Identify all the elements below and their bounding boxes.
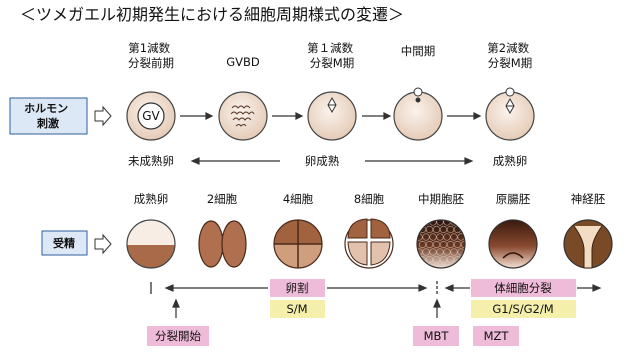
blastopore-mark (502, 252, 524, 259)
fertilization-label: 受精 (53, 236, 75, 250)
broken-vesicle-mark (230, 105, 255, 127)
blastula-cell (446, 240, 455, 249)
blastula-cell (460, 255, 465, 264)
germinal-vesicle-label: GV (142, 109, 160, 123)
blastula-cell (439, 240, 448, 249)
somatic-label-box (471, 279, 576, 297)
blastula-cell (417, 220, 423, 226)
polar-body (413, 87, 423, 97)
gvbd-cell (218, 91, 268, 141)
cleavage-cycle-box (270, 300, 325, 318)
cleavage-cycle-label: S/M (286, 302, 307, 316)
diagram-title: ＜ツメガエル初期発生における細胞周期様式の変遷＞ (20, 5, 404, 24)
blastula-cell (443, 248, 451, 256)
marker-up-arrows (172, 298, 487, 330)
meiosis1-cell (307, 91, 357, 141)
blastomere (198, 220, 224, 268)
blastula-cell (436, 248, 444, 256)
blastula-cell (425, 255, 434, 264)
mid-blastula-embryo (417, 220, 465, 268)
cleavage-label: 卵割 (286, 281, 309, 295)
mbt-label: MBT (424, 329, 450, 343)
mature-egg-label: 成熟卵 (493, 154, 528, 168)
blastula-cell (429, 248, 437, 256)
dev-stage-label: 成熟卵 (134, 192, 169, 206)
gastrula-embryo (488, 219, 538, 269)
maturation-stage-label: 第１減数 分裂M期 (307, 41, 357, 70)
dev-stage-label: 中期胞胚 (418, 192, 464, 206)
blastula-cell (436, 233, 444, 241)
blastula-cell (443, 233, 451, 241)
maturation-stage-label: GVBD (226, 55, 260, 69)
somatic-cycle-box (471, 300, 576, 318)
cleavage-label-box (270, 279, 325, 297)
mzt-label: MZT (484, 329, 510, 343)
mzt-box (473, 326, 519, 346)
blastula-cell (453, 240, 462, 249)
immature-egg-label: 未成熟卵 (128, 154, 174, 168)
blastula-cell (422, 248, 430, 256)
dev-stage-label: 2細胞 (207, 192, 238, 206)
somatic-division-label: 体細胞分裂 (494, 281, 552, 295)
dev-stage-label: 神経胚 (571, 192, 606, 206)
blastula-cell (422, 233, 430, 241)
hormone-label: ホルモン 刺激 (24, 102, 72, 130)
eight-cell-embryo (344, 218, 394, 269)
blastula-cell (446, 255, 455, 264)
blastula-cell (418, 240, 427, 249)
stage-arrows-row1 (180, 112, 482, 120)
neural-plate-mark (573, 225, 603, 269)
fertilization-label-box (41, 230, 88, 256)
blastomere (221, 220, 247, 268)
dev-stage-label: 原腸胚 (496, 192, 531, 206)
dev-stage-label: 8細胞 (354, 192, 385, 206)
maturation-stage-label: 中間期 (401, 44, 436, 58)
blastula-cell (439, 255, 448, 264)
chromatin-dot (415, 97, 421, 103)
blastula-cell (432, 240, 441, 249)
germinal-vesicle (137, 102, 165, 130)
blastula-cell (432, 225, 441, 234)
blastula-cell (457, 220, 465, 226)
maturation-label: 卵成熟 (305, 154, 340, 168)
blastula-cell (429, 233, 437, 241)
somatic-cycle-label: G1/S/G2/M (492, 302, 553, 316)
blastula-cell (450, 233, 458, 241)
polar-body (505, 87, 515, 97)
hollow-arrow-icon (94, 233, 112, 255)
blastula-cell (446, 225, 455, 234)
blastula-cell (439, 225, 448, 234)
hormone-label-box (9, 97, 88, 135)
blastula-cell (436, 220, 444, 226)
maturation-stage-label: 第1減数 分裂前期 (128, 41, 174, 70)
cleavage-start-label: 分裂開始 (155, 329, 201, 343)
blastula-cell (432, 255, 441, 264)
blastula-cell (425, 240, 434, 249)
cleavage-span-arrow (164, 284, 428, 292)
maturation-stage-label: 第2減数 分裂M期 (487, 41, 532, 70)
maturation-span-arrow (190, 157, 474, 165)
hollow-arrow-icon (94, 105, 112, 127)
dev-stage-label: 4細胞 (283, 192, 314, 206)
somatic-span-arrow (444, 284, 602, 292)
cleavage-start-box (147, 326, 209, 346)
mbt-box (413, 326, 459, 346)
blastula-cell (425, 225, 434, 234)
blastula-cell (450, 248, 458, 256)
